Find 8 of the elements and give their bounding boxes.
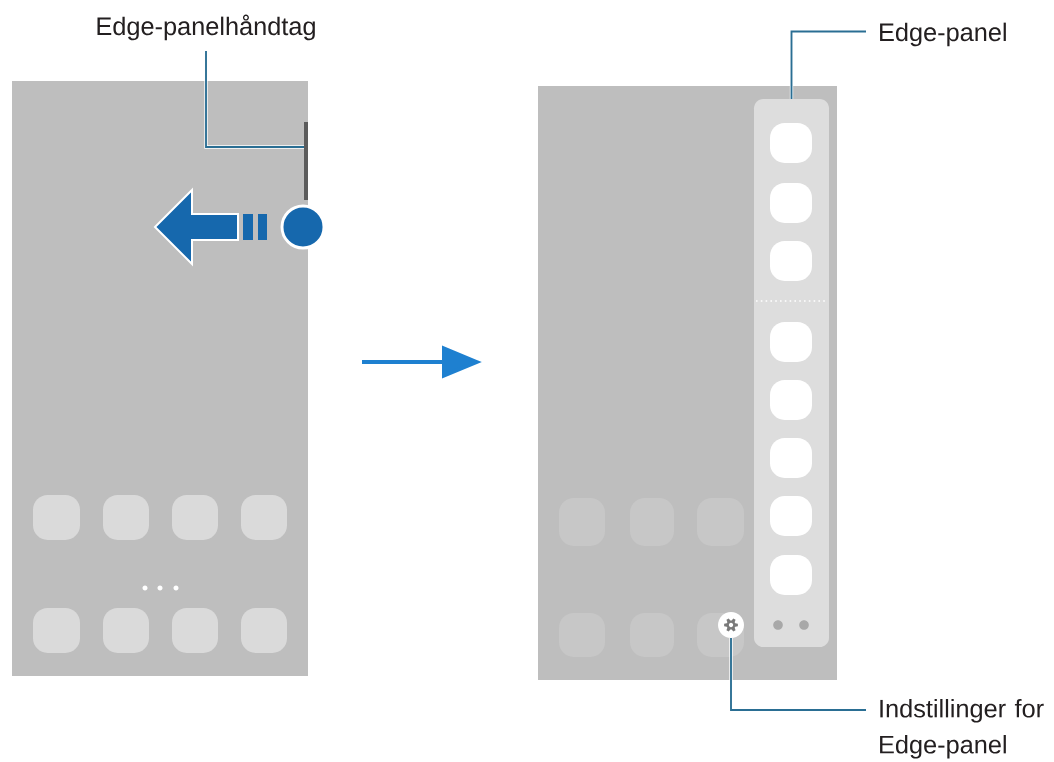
callout-label: Edge-panel	[880, 22, 1006, 47]
leader-line	[204, 50, 305, 149]
gear-icon	[718, 612, 744, 638]
handle-bar	[304, 122, 308, 200]
leader-line	[729, 637, 867, 712]
leader-line	[789, 29, 867, 100]
callout-label: Indstillinger for Edge-panel	[880, 699, 1044, 759]
callout-label: Edge-panelhåndtag	[97, 14, 315, 41]
